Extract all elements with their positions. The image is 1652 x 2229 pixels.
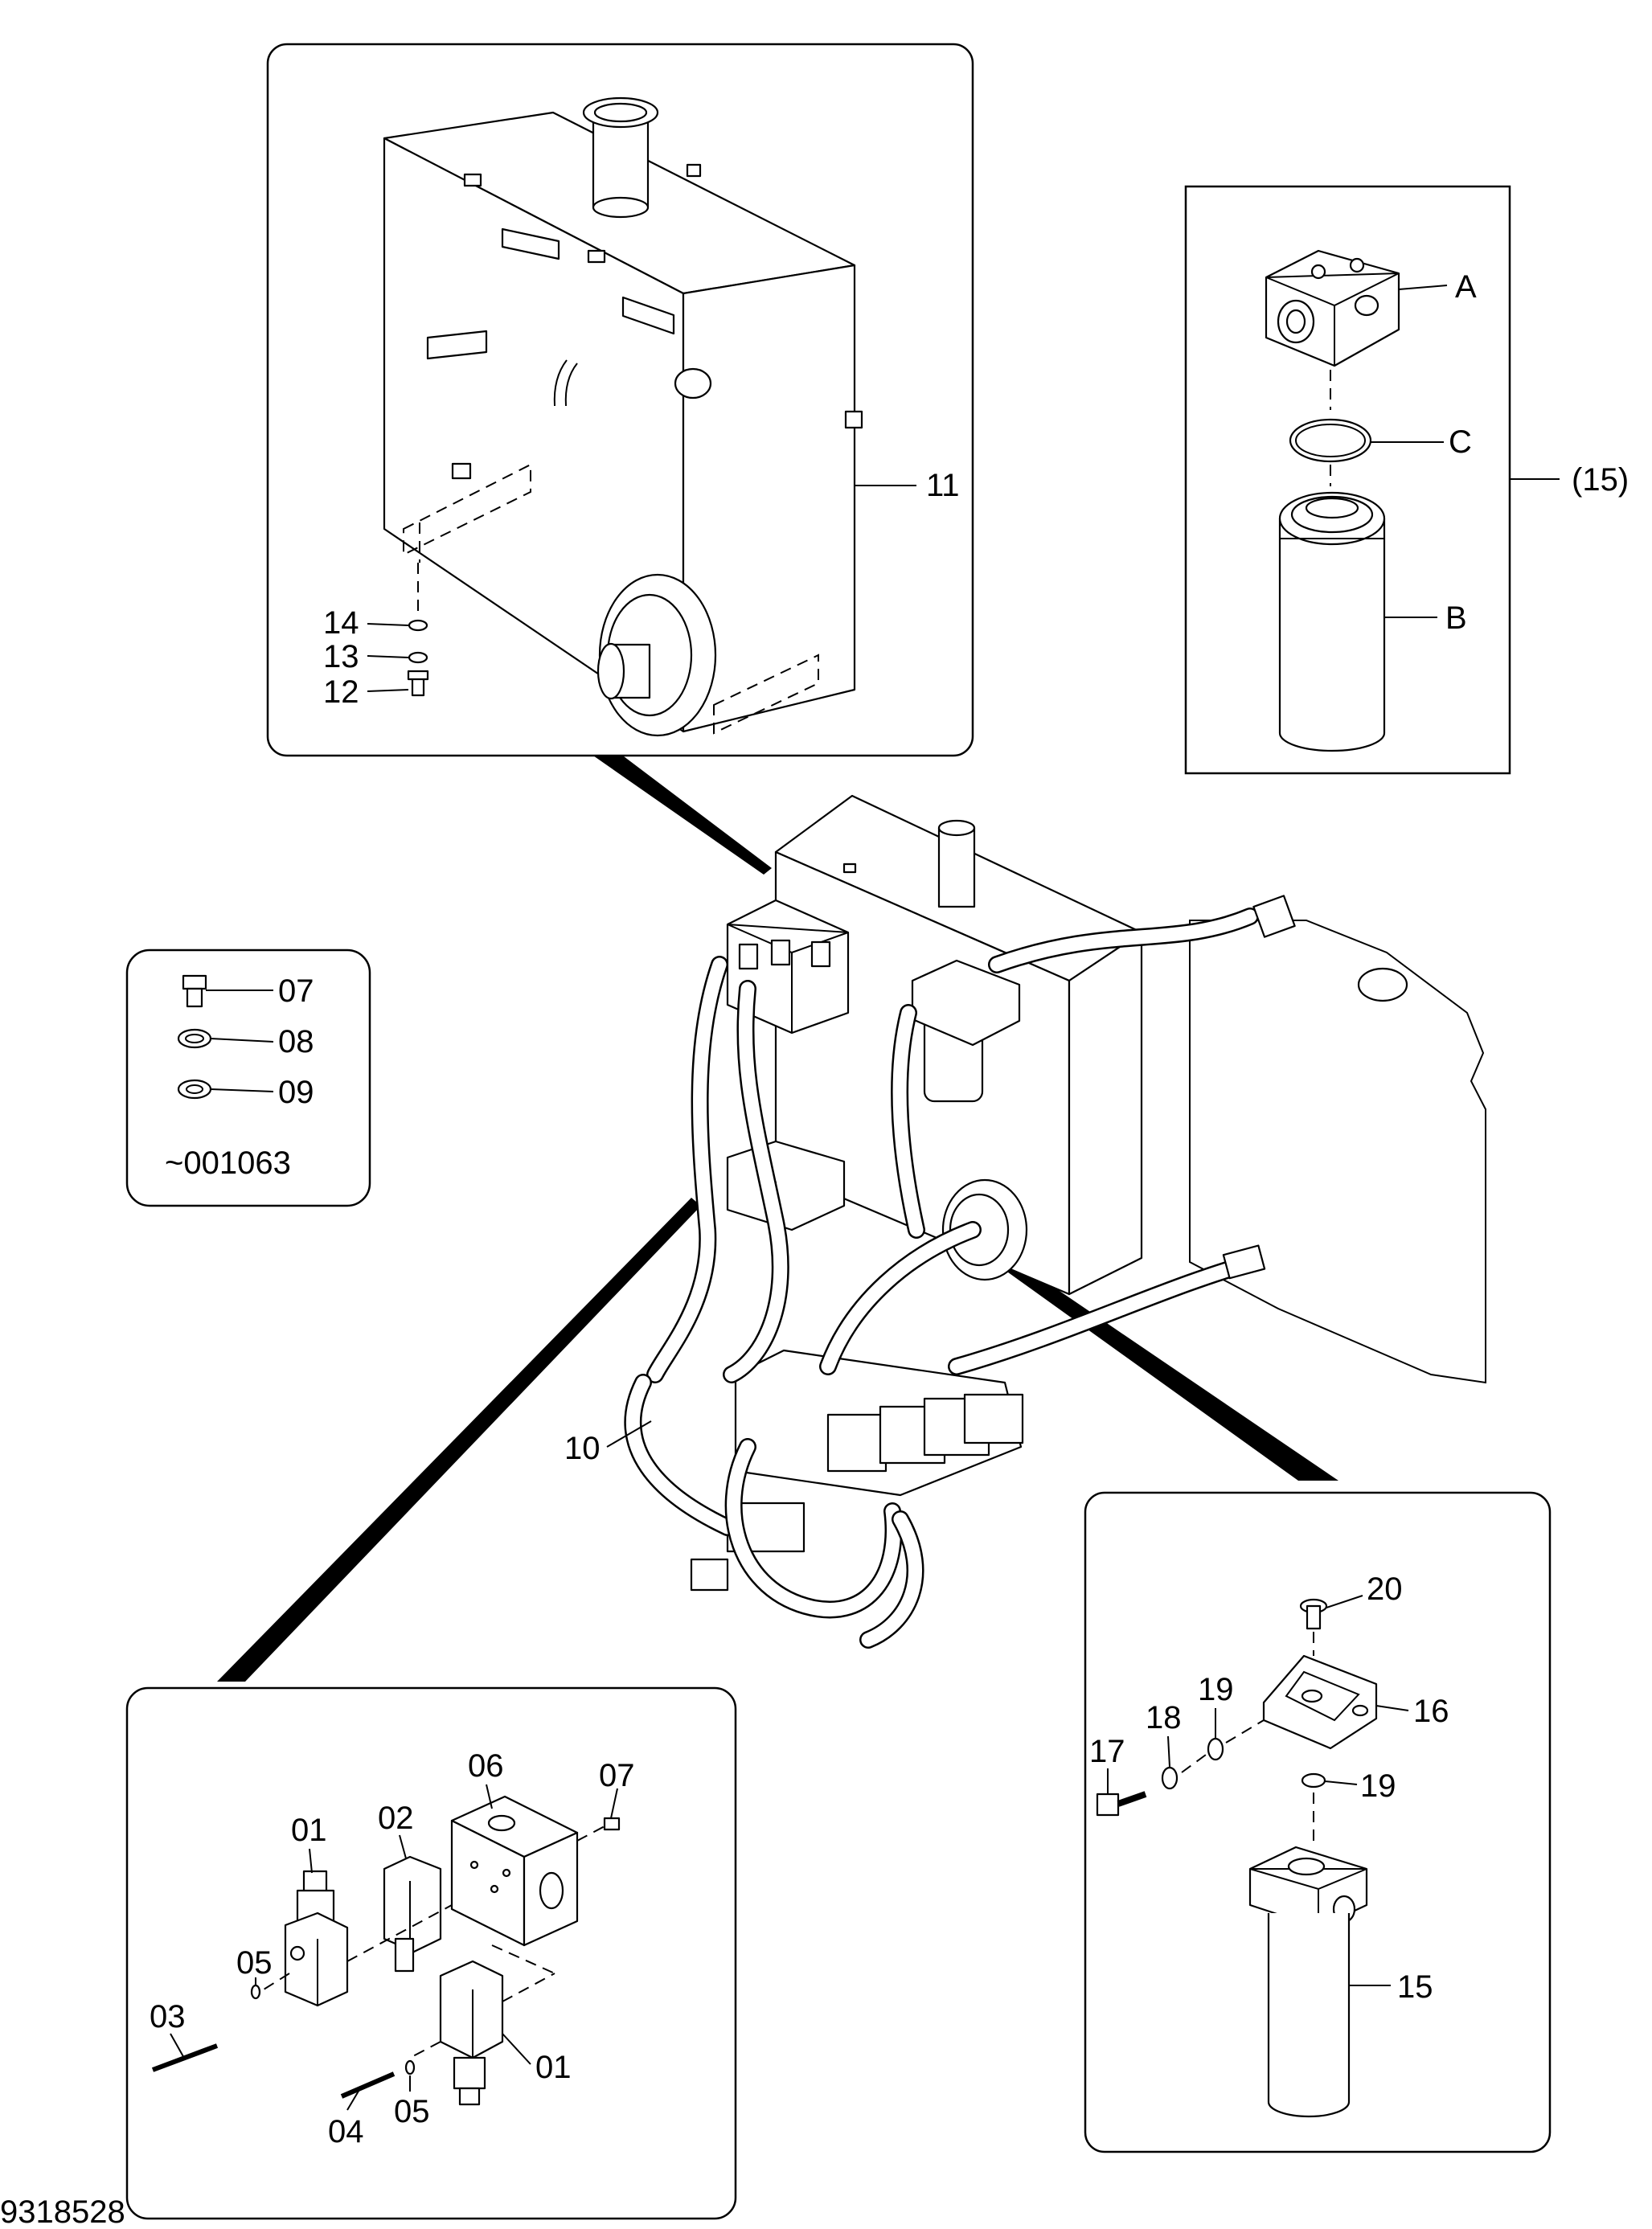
line-filter-15 [1248,1846,1368,2118]
label-06: 06 [468,1748,504,1784]
label-19-top: 19 [1198,1672,1234,1707]
bracket-16 [1262,1654,1378,1750]
upper-valve-bank [726,899,850,1035]
label-07-plug: 07 [599,1758,635,1793]
label-01-lower: 01 [535,2050,572,2085]
ring-05-left [250,1984,261,2000]
bolt-20 [1299,1598,1328,1630]
inset-bolt [182,974,207,1008]
label-15-assy: (15) [1572,462,1629,498]
valve-01-lower [439,1960,504,2106]
label-A: A [1455,269,1477,305]
serial-range-note: ~001063 [165,1145,291,1181]
manifold-06 [450,1795,579,1947]
main-assembly: 10 [564,794,1486,1649]
label-18: 18 [1146,1700,1182,1735]
label-03: 03 [150,1999,186,2034]
ring-05-bottom [404,2059,416,2075]
label-09: 09 [278,1075,314,1110]
label-11: 11 [926,468,960,503]
inset-washer-09 [177,1079,212,1100]
label-05-bottom: 05 [394,2094,430,2129]
hardware-inset: 07 08 09 ~001063 [125,949,371,1207]
drawing-number: 9318528 [0,2194,125,2229]
filter-head [1265,249,1400,367]
label-17: 17 [1089,1734,1125,1769]
label-01-upper: 01 [291,1813,327,1848]
label-13: 13 [323,639,359,674]
label-08: 08 [278,1024,314,1059]
tank-detail-panel: 11 14 13 12 [266,43,974,757]
inset-washer-08 [177,1028,212,1049]
washer-18 [1161,1766,1179,1790]
plug-07 [603,1817,621,1831]
label-14: 14 [323,605,359,641]
lower-valve-bank [690,1349,1024,1592]
line-filter-panel: 20 16 19 18 17 19 15 [1084,1491,1552,2153]
label-20: 20 [1367,1571,1403,1607]
label-B: B [1445,600,1467,636]
block-02 [383,1855,442,1973]
label-15: 15 [1397,1969,1433,2005]
washer-19-top [1207,1737,1224,1761]
label-12: 12 [323,674,359,710]
label-16: 16 [1413,1694,1449,1729]
label-C: C [1449,424,1472,460]
rod-04 [340,2071,396,2099]
label-04: 04 [328,2114,364,2149]
label-19-bottom: 19 [1360,1768,1396,1804]
label-10: 10 [564,1431,601,1466]
valve-detail-panel: 01 02 06 07 05 03 04 05 01 [125,1686,737,2220]
label-05-left: 05 [236,1945,273,1981]
label-07-inset: 07 [278,973,314,1009]
filter-element [1278,491,1386,752]
hydraulic-tank [383,96,863,737]
filter-assy-panel: A C B (15) [1184,185,1629,775]
label-02: 02 [378,1801,414,1836]
washer-19-bottom [1301,1772,1326,1789]
valve-01-upper [284,1870,349,2007]
filter-oring [1289,418,1372,463]
